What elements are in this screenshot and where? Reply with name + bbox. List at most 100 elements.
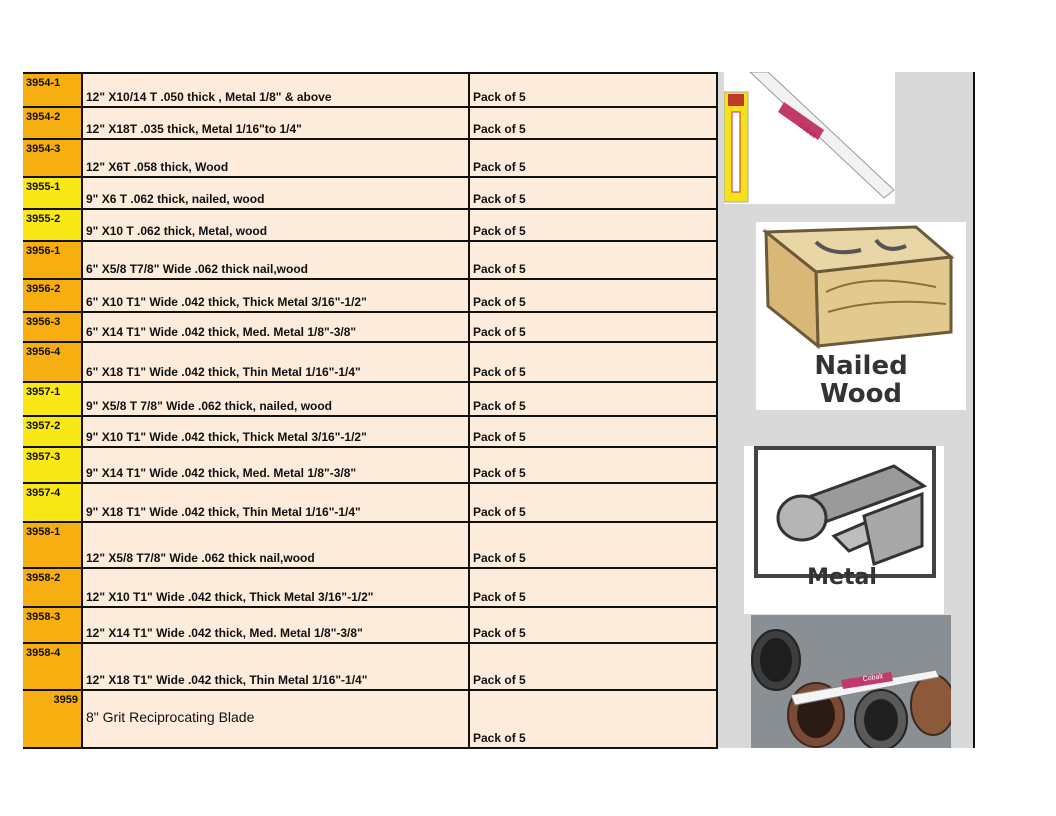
sku-cell: 3954-1 (23, 74, 83, 106)
description-text: 6" X18 T1" Wide .042 thick, Thin Metal 1… (86, 365, 361, 379)
description-cell: 9" X6 T .062 thick, nailed, wood (83, 178, 470, 208)
pack-text: Pack of 5 (473, 731, 526, 745)
sku-cell: 3958-3 (23, 608, 83, 642)
pack-cell: Pack of 5 (470, 210, 718, 240)
pack-text: Pack of 5 (473, 430, 526, 444)
description-text: 12" X14 T1" Wide .042 thick, Med. Metal … (86, 626, 363, 640)
pack-text: Pack of 5 (473, 192, 526, 206)
pack-cell: Pack of 5 (470, 484, 718, 521)
description-text: 9" X10 T .062 thick, Metal, wood (86, 224, 268, 238)
description-cell: 9" X18 T1" Wide .042 thick, Thin Metal 1… (83, 484, 470, 521)
description-cell: 9" X10 T .062 thick, Metal, wood (83, 210, 470, 240)
description-text: 6" X5/8 T7/8" Wide .062 thick nail,wood (86, 262, 309, 276)
pack-text: Pack of 5 (473, 673, 526, 687)
description-text: 9" X18 T1" Wide .042 thick, Thin Metal 1… (86, 505, 361, 519)
pack-cell: Pack of 5 (470, 280, 718, 311)
metal-image: Metal (744, 446, 944, 614)
pack-text: Pack of 5 (473, 399, 526, 413)
sku-cell: 3958-4 (23, 644, 83, 689)
pack-cell: Pack of 5 (470, 417, 718, 446)
pack-cell: Pack of 5 (470, 313, 718, 341)
pack-cell: Pack of 5 (470, 644, 718, 689)
sku-cell: 3957-1 (23, 383, 83, 415)
sku-cell: 3958-1 (23, 523, 83, 567)
nailed-label-line1: Nailed (814, 351, 907, 381)
pipes-blade-brand-text: Cobalt (862, 673, 883, 683)
pack-text: Pack of 5 (473, 626, 526, 640)
sku-cell: 3956-3 (23, 313, 83, 341)
pack-text: Pack of 5 (473, 90, 526, 104)
pack-text: Pack of 5 (473, 160, 526, 174)
pack-text: Pack of 5 (473, 295, 526, 309)
description-text: 6" X10 T1" Wide .042 thick, Thick Metal … (86, 295, 367, 309)
pack-cell: Pack of 5 (470, 140, 718, 176)
pack-text: Pack of 5 (473, 551, 526, 565)
sku-cell: 3955-1 (23, 178, 83, 208)
blade-package-photo: Cobalt (724, 72, 895, 204)
description-text: 12" X5/8 T7/8" Wide .062 thick nail,wood (86, 551, 315, 565)
description-text: 12" X6T .058 thick, Wood (86, 160, 229, 174)
sku-cell: 3955-2 (23, 210, 83, 240)
pack-cell: Pack of 5 (470, 178, 718, 208)
description-cell: 12" X10 T1" Wide .042 thick, Thick Metal… (83, 569, 470, 606)
metal-label: Metal (807, 565, 877, 590)
nailed-wood-image: Nailed Wood (756, 222, 966, 410)
sku-cell: 3956-2 (23, 280, 83, 311)
sku-cell: 3957-4 (23, 484, 83, 521)
pack-text: Pack of 5 (473, 325, 526, 339)
description-text: 12" X10/14 T .050 thick , Metal 1/8" & a… (86, 90, 332, 104)
description-cell: 6" X10 T1" Wide .042 thick, Thick Metal … (83, 280, 470, 311)
description-cell: 12" X6T .058 thick, Wood (83, 140, 470, 176)
description-text: 12" X18 T1" Wide .042 thick, Thin Metal … (86, 673, 368, 687)
pipes-blade-photo: Cobalt (751, 615, 951, 748)
pack-cell: Pack of 5 (470, 383, 718, 415)
right-border-rule (973, 72, 975, 748)
description-text: 9" X10 T1" Wide .042 thick, Thick Metal … (86, 430, 367, 444)
description-text: 12" X10 T1" Wide .042 thick, Thick Metal… (86, 590, 374, 604)
pack-cell: Pack of 5 (470, 608, 718, 642)
pack-cell: Pack of 5 (470, 242, 718, 278)
pack-cell: Pack of 5 (470, 569, 718, 606)
description-cell: 12" X5/8 T7/8" Wide .062 thick nail,wood (83, 523, 470, 567)
pack-cell: Pack of 5 (470, 343, 718, 381)
sku-cell: 3958-2 (23, 569, 83, 606)
description-cell: 9" X5/8 T 7/8" Wide .062 thick, nailed, … (83, 383, 470, 415)
sku-cell: 3954-3 (23, 140, 83, 176)
description-cell: 6" X14 T1" Wide .042 thick, Med. Metal 1… (83, 313, 470, 341)
pack-text: Pack of 5 (473, 365, 526, 379)
pack-cell: Pack of 5 (470, 448, 718, 482)
description-text: 6" X14 T1" Wide .042 thick, Med. Metal 1… (86, 325, 357, 339)
description-text: 9" X6 T .062 thick, nailed, wood (86, 192, 265, 206)
description-text: 12" X18T .035 thick, Metal 1/16"to 1/4" (86, 122, 302, 136)
pack-cell: Pack of 5 (470, 74, 718, 106)
description-cell: 12" X10/14 T .050 thick , Metal 1/8" & a… (83, 74, 470, 106)
description-cell: 6" X18 T1" Wide .042 thick, Thin Metal 1… (83, 343, 470, 381)
nailed-label-line2: Wood (820, 379, 902, 409)
pack-text: Pack of 5 (473, 122, 526, 136)
description-cell: 6" X5/8 T7/8" Wide .062 thick nail,wood (83, 242, 470, 278)
sku-cell: 3957-2 (23, 417, 83, 446)
pack-text: Pack of 5 (473, 262, 526, 276)
sku-cell: 3957-3 (23, 448, 83, 482)
pack-text: Pack of 5 (473, 224, 526, 238)
pack-cell: Pack of 5 (470, 523, 718, 567)
sku-cell: 3956-1 (23, 242, 83, 278)
description-cell: 12" X14 T1" Wide .042 thick, Med. Metal … (83, 608, 470, 642)
description-cell: 9" X14 T1" Wide .042 thick, Med. Metal 1… (83, 448, 470, 482)
